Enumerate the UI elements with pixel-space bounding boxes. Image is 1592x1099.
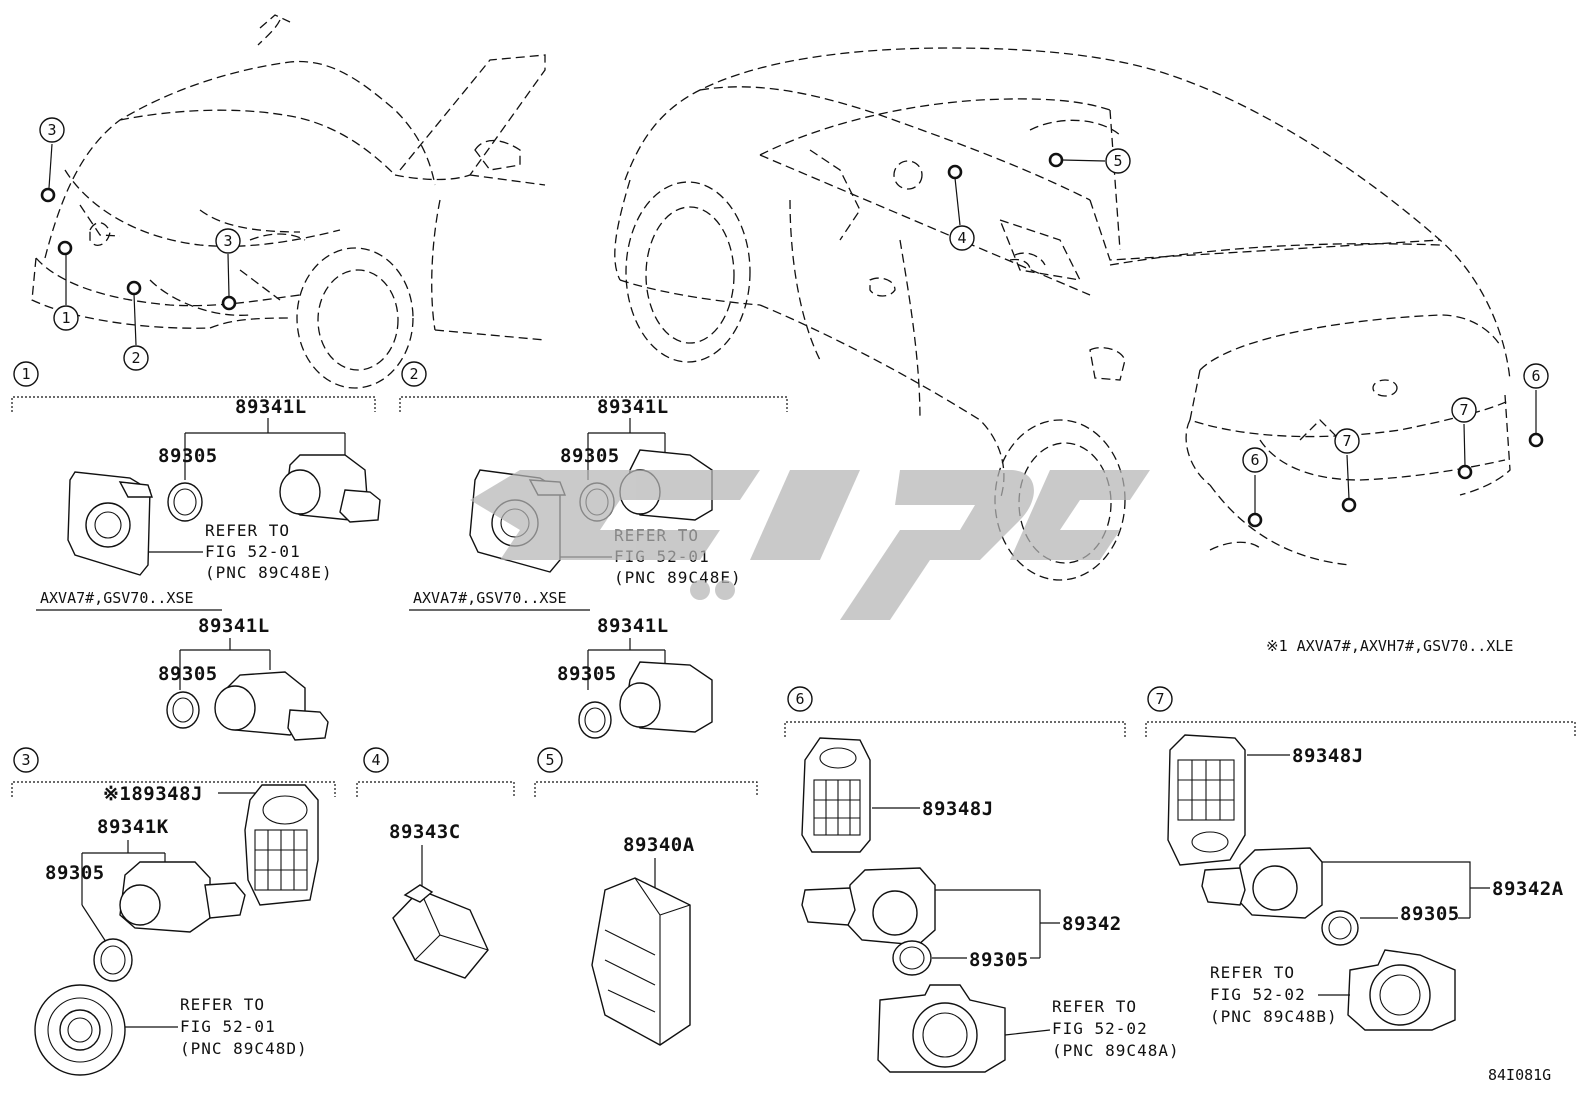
callout-7-car-right: 7 (1451, 397, 1477, 423)
section-1-refer-line2[interactable]: FIG 52-01 (205, 542, 301, 561)
section-3-bracket-part[interactable]: ※189348J (103, 783, 203, 805)
sensor-location-3-right (221, 295, 237, 311)
callout-3-top-left: 3 (39, 117, 65, 143)
section-2-callout: 2 (409, 365, 418, 383)
sensor-location-7-left (1341, 497, 1357, 513)
svg-text:4: 4 (957, 229, 966, 247)
section-6-refer-line2[interactable]: FIG 52-02 (1052, 1019, 1148, 1038)
section-5-part[interactable]: 89340A (623, 834, 695, 856)
section-7-refer-line3[interactable]: (PNC 89C48B) (1210, 1007, 1338, 1026)
section-7-callout: 7 (1155, 690, 1164, 708)
section-4-callout: 4 (371, 751, 380, 769)
svg-text:7: 7 (1459, 401, 1468, 419)
callout-5-car: 5 (1105, 148, 1131, 174)
callout-6-car-left: 6 (1242, 447, 1268, 473)
section-4: 4 89343C (356, 747, 515, 979)
section-6-retainer-part[interactable]: 89305 (969, 949, 1029, 971)
svg-text:6: 6 (1531, 367, 1540, 385)
callout-7-car-left: 7 (1334, 428, 1360, 454)
section-7-group-part[interactable]: 89342A (1492, 878, 1564, 900)
section-1-refer-line1[interactable]: REFER TO (205, 521, 290, 540)
section-7-refer-line1[interactable]: REFER TO (1210, 963, 1295, 982)
location-5 (1048, 152, 1064, 168)
section-6: 6 89348J 89342 89305 REFER TO FIG 52-02 … (784, 686, 1180, 1073)
section-1-retainer-part[interactable]: 89305 (158, 445, 218, 467)
sensor-location-7-right (1457, 464, 1473, 480)
section-4-part[interactable]: 89343C (389, 821, 461, 843)
svg-text:2: 2 (131, 349, 140, 367)
callout-6-car-right: 6 (1523, 363, 1549, 389)
section-6-bracket-part[interactable]: 89348J (922, 798, 994, 820)
section-5-callout: 5 (545, 751, 554, 769)
section-3-refer-line2[interactable]: FIG 52-01 (180, 1017, 276, 1036)
section-7-refer-line2[interactable]: FIG 52-02 (1210, 985, 1306, 1004)
section-1-applicability: AXVA7#,GSV70..XSE (40, 589, 194, 607)
front-car-illustration (31, 14, 546, 389)
section-3-refer-line3[interactable]: (PNC 89C48D) (180, 1039, 308, 1058)
section-3-group-part[interactable]: 89341K (97, 816, 169, 838)
section-1-alt-retainer-part[interactable]: 89305 (158, 663, 218, 685)
sensor-location-1 (57, 240, 73, 256)
section-3-refer-line1[interactable]: REFER TO (180, 995, 265, 1014)
section-2-alt-group-part[interactable]: 89341L (597, 615, 669, 637)
section-2-retainer-part[interactable]: 89305 (560, 445, 620, 467)
section-2-refer-line3[interactable]: (PNC 89C48E) (614, 568, 742, 587)
section-7: 7 89348J 89342A 89305 REFER TO FIG 52-02… (1145, 686, 1576, 1031)
callout-4-car: 4 (949, 225, 975, 251)
sensor-location-2 (126, 280, 142, 296)
rear-car-illustration (614, 47, 1511, 581)
section-2-group-part[interactable]: 89341L (597, 396, 669, 418)
section-6-group-part[interactable]: 89342 (1062, 913, 1122, 935)
rear-sensor-locations (947, 152, 1544, 528)
svg-text:6: 6 (1250, 451, 1259, 469)
section-3-callout: 3 (21, 751, 30, 769)
footnote-applicability: ※1 AXVA7#,AXVH7#,GSV70..XLE (1266, 637, 1513, 655)
section-7-retainer-part[interactable]: 89305 (1400, 903, 1460, 925)
callout-2-car: 2 (123, 345, 149, 371)
svg-text:5: 5 (1113, 152, 1122, 170)
watermark-logo (470, 470, 1150, 620)
section-1-group-part[interactable]: 89341L (235, 396, 307, 418)
section-7-bracket-part[interactable]: 89348J (1292, 745, 1364, 767)
section-6-refer-line1[interactable]: REFER TO (1052, 997, 1137, 1016)
svg-text:7: 7 (1342, 432, 1351, 450)
section-6-callout: 6 (795, 690, 804, 708)
svg-text:1: 1 (61, 309, 70, 327)
section-1: 1 89341L 89305 REFER TO FIG 52-01 (PNC 8… (11, 361, 381, 741)
sensor-location-6-left (1247, 512, 1263, 528)
section-1-refer-line3[interactable]: (PNC 89C48E) (205, 563, 333, 582)
retainer-ring (167, 482, 203, 522)
sensor-location-3-left (40, 187, 56, 203)
page-code: 84I081G (1488, 1066, 1551, 1084)
section-3-retainer-part[interactable]: 89305 (45, 862, 105, 884)
section-1-alt-group-part[interactable]: 89341L (198, 615, 270, 637)
callout-1-car: 1 (53, 305, 79, 331)
section-3: 3 ※189348J 89341K 89305 REFER TO FIG 52-… (11, 747, 336, 1076)
svg-text:3: 3 (223, 232, 232, 250)
sensor-location-6-right (1528, 432, 1544, 448)
section-2-applicability: AXVA7#,GSV70..XSE (413, 589, 567, 607)
section-6-refer-line3[interactable]: (PNC 89C48A) (1052, 1041, 1180, 1060)
car-callouts: 3 3 1 2 4 5 6 7 7 6 (39, 117, 1549, 473)
location-4 (947, 164, 963, 180)
svg-text:3: 3 (47, 121, 56, 139)
section-5: 5 89340A (534, 747, 758, 1046)
section-1-callout: 1 (21, 365, 30, 383)
front-sensor-locations (40, 187, 237, 311)
section-2-alt-retainer-part[interactable]: 89305 (557, 663, 617, 685)
callout-3-top-mid: 3 (215, 228, 241, 254)
callout-leaders (48, 143, 1537, 514)
